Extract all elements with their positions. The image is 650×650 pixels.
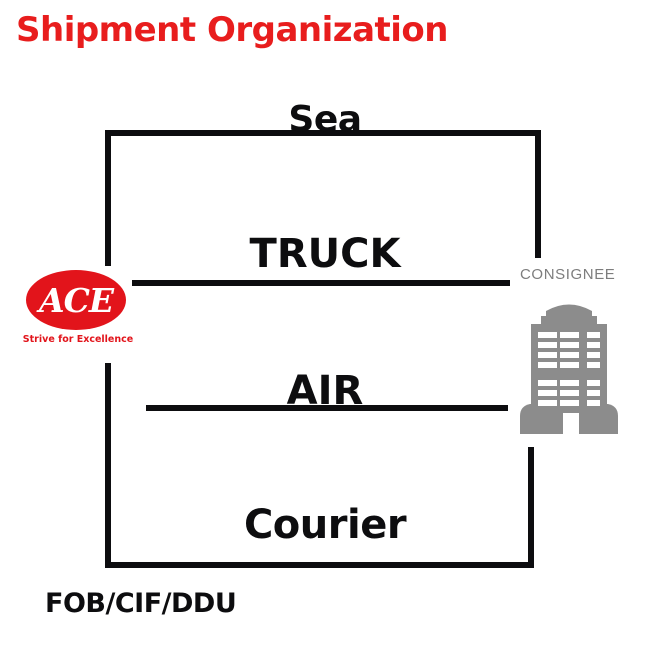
courier-route-right-rise [528,447,534,568]
page-title: Shipment Organization [16,10,448,50]
office-building-icon [516,294,622,436]
courier-route-left-rise [105,363,111,568]
consignee-label: CONSIGNEE [520,266,616,283]
ace-logo-tagline: Strive for Excellence [22,334,134,345]
mode-label-sea: Sea [288,99,362,140]
mode-label-truck: TRUCK [249,231,401,277]
air-route-line [146,405,508,411]
courier-route-bottom-line [105,562,534,568]
mode-label-courier: Courier [243,502,407,548]
ace-logo-text: ACE [38,280,114,320]
truck-route-line [132,280,510,286]
sea-route-left-drop [105,130,111,266]
ace-logo: ACE Strive for Excellence [22,268,134,360]
mode-label-air: AIR [286,368,364,414]
sea-route-right-drop [535,130,541,258]
sea-route-top-line [105,130,541,136]
incoterms-label: FOB/CIF/DDU [45,588,237,619]
ace-logo-ellipse [26,270,126,330]
